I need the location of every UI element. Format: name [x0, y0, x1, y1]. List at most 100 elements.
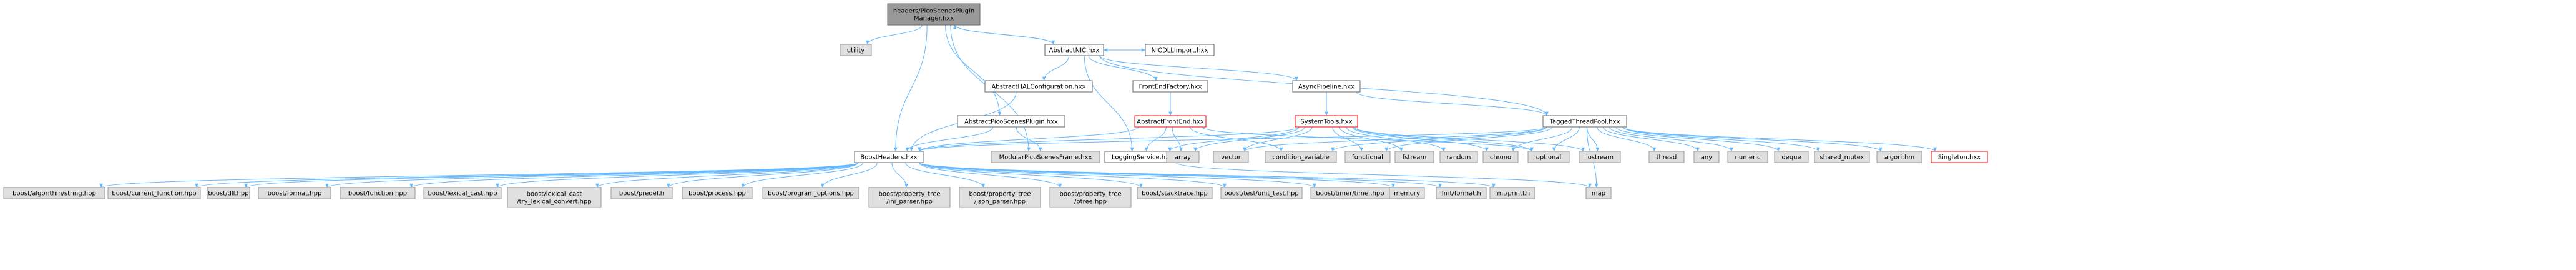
node-nicdll[interactable]: NICDLLImport.hxx — [1145, 44, 1215, 56]
node-box-sharedMutex — [1814, 151, 1870, 163]
node-label-loggingService-0: LoggingService.hxx — [1112, 154, 1173, 161]
node-box-deque — [1774, 151, 1809, 163]
node-box-optional — [1527, 151, 1570, 163]
node-fmtPrintf: fmt/printf.h — [1489, 187, 1535, 199]
node-box-bLexicalTry — [507, 187, 602, 208]
edge-taggedThreadPool-to-boostHeaders — [918, 126, 1547, 152]
edge-systemTools-to-vector — [1243, 126, 1313, 152]
node-box-functional — [1344, 151, 1391, 163]
node-box-memory — [1389, 187, 1425, 199]
node-box-bPredef — [610, 187, 673, 199]
edge-boostHeaders-to-bStacktrace — [919, 162, 1143, 188]
node-bLexicalTry: boost/lexical_cast/try_lexical_convert.h… — [507, 187, 602, 208]
edge-taggedThreadPool-to-optional — [1552, 126, 1580, 152]
node-label-optional-0: optional — [1536, 154, 1562, 161]
edge-abstractFrontEnd-to-loggingService — [1144, 126, 1167, 152]
node-systemTools[interactable]: SystemTools.hxx — [1295, 115, 1358, 128]
node-box-bDll — [207, 187, 250, 199]
edge-boostHeaders-to-bPredef — [667, 162, 859, 188]
node-deque: deque — [1774, 151, 1809, 163]
node-any: any — [1693, 151, 1720, 163]
node-label-thread-0: thread — [1657, 154, 1677, 161]
node-box-frontEndFactory — [1132, 80, 1208, 92]
node-box-taggedThreadPool — [1542, 115, 1627, 128]
node-box-bStacktrace — [1137, 187, 1213, 199]
edge-boostHeaders-to-bUnitTest — [919, 162, 1227, 188]
node-label-fmtFormat-0: fmt/format.h — [1441, 191, 1481, 198]
node-box-fmtFormat — [1436, 187, 1487, 199]
node-label-bStacktrace-0: boost/stacktrace.hpp — [1142, 191, 1208, 198]
edge-taggedThreadPool-to-numeric — [1609, 126, 1733, 152]
node-algorithm: algorithm — [1876, 151, 1922, 163]
node-bLexicalCast: boost/lexical_cast.hpp — [423, 187, 502, 199]
node-abstractHAL[interactable]: AbstractHALConfiguration.hxx — [984, 80, 1093, 92]
edge-taggedThreadPool-to-functional — [1384, 126, 1553, 152]
node-label-bLexicalTry-1: /try_lexical_convert.hpp — [517, 199, 591, 206]
node-box-nicdll — [1145, 44, 1215, 56]
node-label-bDll-0: boost/dll.hpp — [208, 191, 248, 198]
node-label-bPtJson-1: /json_parser.hpp — [974, 199, 1026, 206]
node-functional: functional — [1344, 151, 1391, 163]
node-abstractFrontEnd[interactable]: AbstractFrontEnd.hxx — [1134, 115, 1207, 128]
node-box-bProcess — [682, 187, 753, 199]
node-label-nicdll-0: NICDLLImport.hxx — [1152, 48, 1208, 54]
node-optional: optional — [1527, 151, 1570, 163]
node-label-singleton-0: Singleton.hxx — [1938, 154, 1981, 161]
node-conditionVariable: condition_variable — [1265, 151, 1337, 163]
node-abstractPlugin[interactable]: AbstractPicoScenesPlugin.hxx — [957, 115, 1065, 128]
node-bPtIni: boost/property_tree/ini_parser.hpp — [868, 187, 951, 208]
edge-abstractFrontEnd-to-boostHeaders — [918, 126, 1139, 152]
node-label-map-0: map — [1592, 191, 1605, 198]
edge-abstractNIC-to-frontEndFactory — [1088, 55, 1158, 81]
node-sharedMutex: shared_mutex — [1814, 151, 1870, 163]
node-singleton[interactable]: Singleton.hxx — [1931, 151, 1988, 163]
node-label-modularFrame-0: ModularPicoScenesFrame.hxx — [999, 154, 1092, 161]
node-box-chrono — [1482, 151, 1519, 163]
node-asyncPipeline[interactable]: AsyncPipeline.hxx — [1292, 80, 1361, 92]
node-boostHeaders[interactable]: BoostHeaders.hxx — [854, 151, 924, 163]
edge-boostHeaders-to-bProcess — [741, 162, 864, 188]
node-frontEndFactory[interactable]: FrontEndFactory.hxx — [1132, 80, 1208, 92]
node-box-fstream — [1394, 151, 1434, 163]
node-label-vector-0: vector — [1221, 154, 1241, 161]
node-label-bLexicalCast-0: boost/lexical_cast.hpp — [428, 191, 497, 198]
node-label-bPtPtree-1: /ptree.hpp — [1074, 199, 1107, 206]
edge-taggedThreadPool-to-iostream — [1587, 126, 1600, 152]
node-label-bCurrentFunction-0: boost/current_function.hpp — [112, 191, 196, 198]
node-box-bAlgString — [3, 187, 105, 199]
node-label-array-0: array — [1175, 154, 1191, 161]
node-bFunction: boost/function.hpp — [340, 187, 416, 199]
node-box-bFunction — [340, 187, 416, 199]
node-box-bFormat — [258, 187, 331, 199]
node-box-vector — [1213, 151, 1249, 163]
node-label-abstractNIC-0: AbstractNIC.hxx — [1049, 48, 1100, 54]
node-box-modularFrame — [991, 151, 1100, 163]
node-box-bPtJson — [959, 187, 1041, 208]
node-abstractNIC[interactable]: AbstractNIC.hxx — [1044, 44, 1104, 56]
edge-taggedThreadPool-to-singleton — [1622, 126, 1937, 152]
node-label-memory-0: memory — [1394, 191, 1420, 198]
node-label-bPtPtree-0: boost/property_tree — [1059, 191, 1121, 198]
node-label-bPtIni-1: /ini_parser.hpp — [886, 199, 933, 206]
node-box-boostHeaders — [854, 151, 924, 163]
node-label-abstractPlugin-0: AbstractPicoScenesPlugin.hxx — [964, 119, 1058, 126]
edge-boostHeaders-to-fmtFormat — [919, 162, 1442, 188]
edge-loggingService-to-map — [1175, 162, 1592, 188]
edge-abstractFrontEnd-to-optional — [1202, 126, 1534, 152]
node-label-functional-0: functional — [1352, 154, 1383, 161]
node-iostream: iostream — [1579, 151, 1621, 163]
node-label-bFormat-0: boost/format.hpp — [268, 191, 322, 198]
node-taggedThreadPool[interactable]: TaggedThreadPool.hxx — [1542, 115, 1627, 128]
node-box-abstractFrontEnd — [1134, 115, 1207, 128]
node-label-bPtJson-0: boost/property_tree — [969, 191, 1031, 198]
node-label-conditionVariable-0: condition_variable — [1272, 154, 1330, 161]
node-label-fmtPrintf-0: fmt/printf.h — [1495, 191, 1530, 198]
node-label-bFunction-0: boost/function.hpp — [348, 191, 407, 198]
edge-abstractNIC-to-root — [953, 24, 1054, 45]
edge-abstractNIC-to-asyncPipeline — [1099, 55, 1298, 81]
edge-boostHeaders-to-bFunction — [409, 162, 859, 188]
node-label-root-1: Manager.hxx — [914, 16, 954, 22]
node-box-array — [1166, 151, 1200, 163]
edges — [99, 24, 1937, 188]
